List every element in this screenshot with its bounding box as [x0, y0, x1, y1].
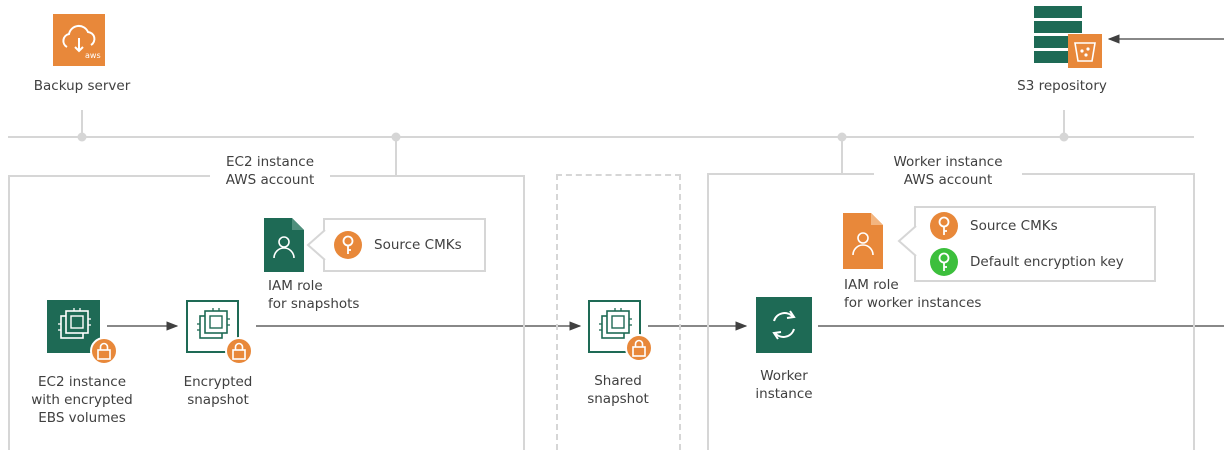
worker-instance-line2: instance: [755, 386, 813, 402]
shared-snapshot-line1: Shared: [594, 373, 642, 389]
iam-role-workers-line1: IAM role: [844, 277, 899, 293]
shared-snapshot-icon: [588, 300, 660, 366]
ec2-instance-line1: EC2 instance: [37, 374, 127, 390]
refresh-icon: [756, 297, 812, 353]
iam-role-workers-label: IAM role for worker instances: [844, 276, 981, 312]
database-bucket-icon: [1031, 5, 1103, 71]
ec2-instance-line3: EBS volumes: [38, 410, 126, 426]
default-key-label: Default encryption key: [970, 254, 1124, 270]
worker-instance-line1: Worker: [760, 368, 808, 384]
iam-role-snapshots-label: IAM role for snapshots: [268, 277, 359, 313]
ec2-instance-label: EC2 instance with encrypted EBS volumes: [20, 373, 144, 427]
iam-role-workers-line2: for worker instances: [844, 295, 982, 311]
key-icon: [930, 248, 958, 276]
ec2-account-title: EC2 instance AWS account: [210, 153, 330, 189]
document-user-icon: [264, 218, 304, 272]
ec2-chip-icon: [47, 300, 119, 366]
s3-repository-label: S3 repository: [1017, 78, 1107, 94]
iam-role-snapshots-line2: for snapshots: [268, 296, 360, 312]
callout-pointer-left: [306, 230, 326, 260]
worker-account-title: Worker instance AWS account: [874, 153, 1022, 189]
iam-role-snapshots-line1: IAM role: [268, 278, 323, 294]
key-icon: [334, 231, 362, 259]
snapshot-icon: [186, 300, 258, 366]
source-cmks-row-left: Source CMKs: [334, 231, 462, 259]
shared-snapshot-line2: snapshot: [587, 391, 649, 407]
backup-server-label: Backup server: [33, 78, 131, 94]
shared-snapshot-label: Shared snapshot: [560, 372, 676, 408]
ec2-instance-line2: with encrypted: [31, 392, 133, 408]
ec2-account-title-line1: EC2 instance: [225, 154, 315, 170]
worker-instance-label: Worker instance: [726, 367, 842, 403]
svg-text:aws: aws: [85, 51, 101, 60]
worker-document-user-icon: [843, 213, 883, 269]
shared-snapshot-box: [556, 174, 681, 450]
callout-pointer-right: [897, 226, 917, 256]
default-key-row: Default encryption key: [930, 248, 1124, 276]
encrypted-snapshot-line2: snapshot: [187, 392, 249, 408]
worker-account-title-line1: Worker instance: [893, 154, 1003, 170]
ec2-account-title-line2: AWS account: [225, 172, 315, 188]
key-icon: [930, 212, 958, 240]
encrypted-snapshot-line1: Encrypted: [183, 374, 253, 390]
worker-account-title-line2: AWS account: [903, 172, 993, 188]
encrypted-snapshot-label: Encrypted snapshot: [160, 373, 276, 409]
source-cmks-row-right: Source CMKs: [930, 212, 1058, 240]
source-cmks-label-right: Source CMKs: [970, 218, 1058, 234]
aws-cloud-icon: aws: [53, 14, 105, 66]
source-cmks-label-left: Source CMKs: [374, 237, 462, 253]
